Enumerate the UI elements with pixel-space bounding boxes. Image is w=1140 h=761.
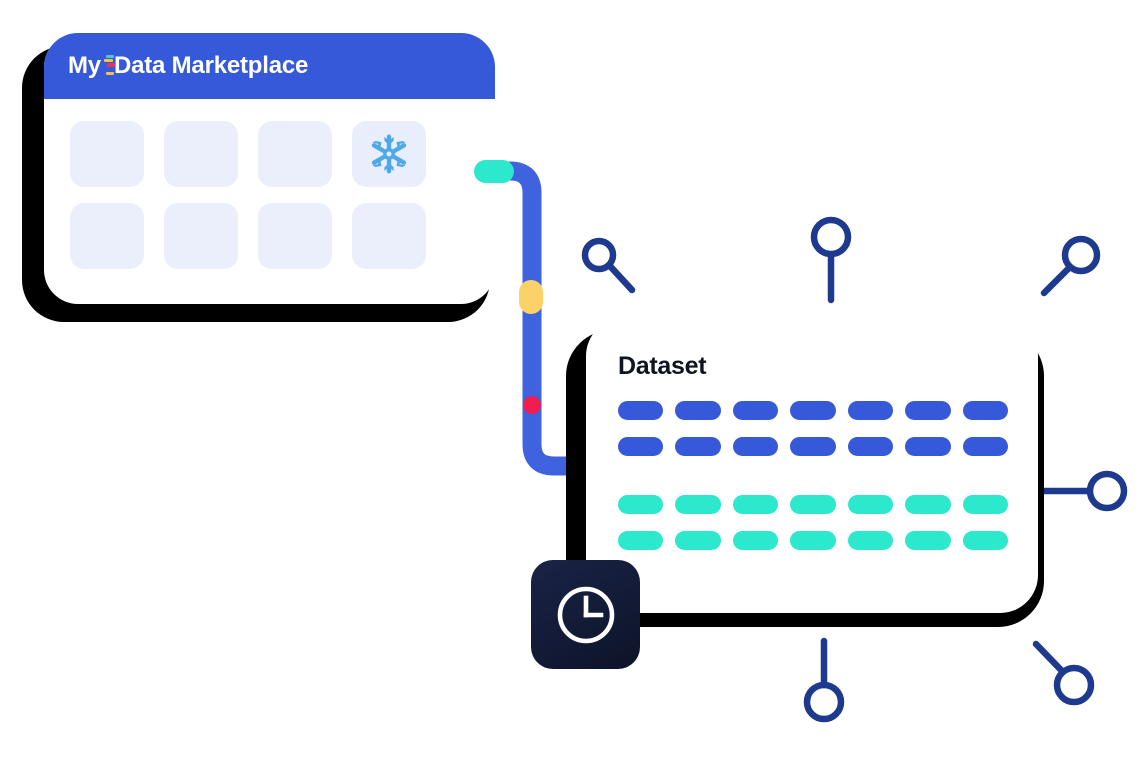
dataset-cell [732, 495, 779, 514]
dataset-cell [962, 437, 1008, 456]
pin-bottom-center-vertical [798, 636, 850, 726]
dataset-cell [847, 495, 894, 514]
marketplace-tile-1[interactable] [70, 121, 144, 187]
dataset-cell [962, 531, 1008, 550]
dataset-cell [905, 531, 951, 550]
dataset-cell [618, 531, 664, 550]
marketplace-titlebar: My Data Marketplace [44, 33, 495, 99]
dataset-cell [905, 437, 951, 456]
marketplace-tile-snowflake[interactable] [352, 121, 426, 187]
dataset-cell [790, 401, 836, 420]
dataset-cell [790, 531, 836, 550]
pin-top-center-vertical [806, 216, 856, 317]
dataset-title: Dataset [618, 352, 707, 380]
marketplace-tile-7[interactable] [258, 203, 332, 269]
marketplace-panel: My Data Marketplace [44, 33, 495, 304]
pin-right-horizontal [1036, 466, 1136, 516]
marketplace-brand: My Data Marketplace [68, 52, 308, 80]
dataset-rows [618, 401, 1008, 567]
marketplace-tile-3[interactable] [258, 121, 332, 187]
dataset-cell [675, 401, 721, 420]
dataset-cell [732, 531, 779, 550]
marketplace-body [44, 99, 495, 269]
dataset-cell [905, 495, 951, 514]
scheduler-clock-badge[interactable] [531, 560, 640, 669]
pipe-node-teal [474, 160, 514, 183]
dataset-row-4 [618, 531, 1008, 550]
brand-suffix: Data Marketplace [113, 52, 309, 79]
dataset-row-2 [618, 437, 1008, 456]
marketplace-tile-grid [70, 121, 469, 269]
brand-prefix: My [68, 52, 101, 79]
dataset-cell [675, 495, 721, 514]
pin-top-right-diagonal [1032, 233, 1107, 313]
pin-top-left-diagonal [581, 237, 652, 318]
dataset-cell [962, 401, 1008, 420]
dataset-cell [847, 531, 894, 550]
marketplace-tile-5[interactable] [70, 203, 144, 269]
dataset-cell [732, 437, 779, 456]
dataset-row-1 [618, 401, 1008, 420]
dataset-cell [618, 495, 664, 514]
snowflake-icon [371, 134, 407, 174]
dataset-cell [790, 437, 836, 456]
dataset-cell [675, 437, 721, 456]
dataset-cell [675, 531, 721, 550]
dataset-cell [962, 495, 1008, 514]
pin-bottom-right-diagonal [1022, 634, 1112, 724]
pipe-node-yellow [519, 280, 543, 314]
pipe-node-red [523, 396, 541, 414]
dataset-panel: Dataset [586, 318, 1038, 613]
dataset-cell [847, 401, 894, 420]
marketplace-tile-6[interactable] [164, 203, 238, 269]
dataset-cell [790, 495, 836, 514]
marketplace-tile-2[interactable] [164, 121, 238, 187]
dataset-cell [732, 401, 779, 420]
mydata-logo-mark [103, 53, 117, 79]
dataset-cell [618, 401, 664, 420]
clock-icon [557, 586, 614, 643]
dataset-cell [905, 401, 951, 420]
dataset-cell [618, 437, 664, 456]
dataset-cell [847, 437, 894, 456]
dataset-row-3 [618, 495, 1008, 514]
marketplace-tile-8[interactable] [352, 203, 426, 269]
